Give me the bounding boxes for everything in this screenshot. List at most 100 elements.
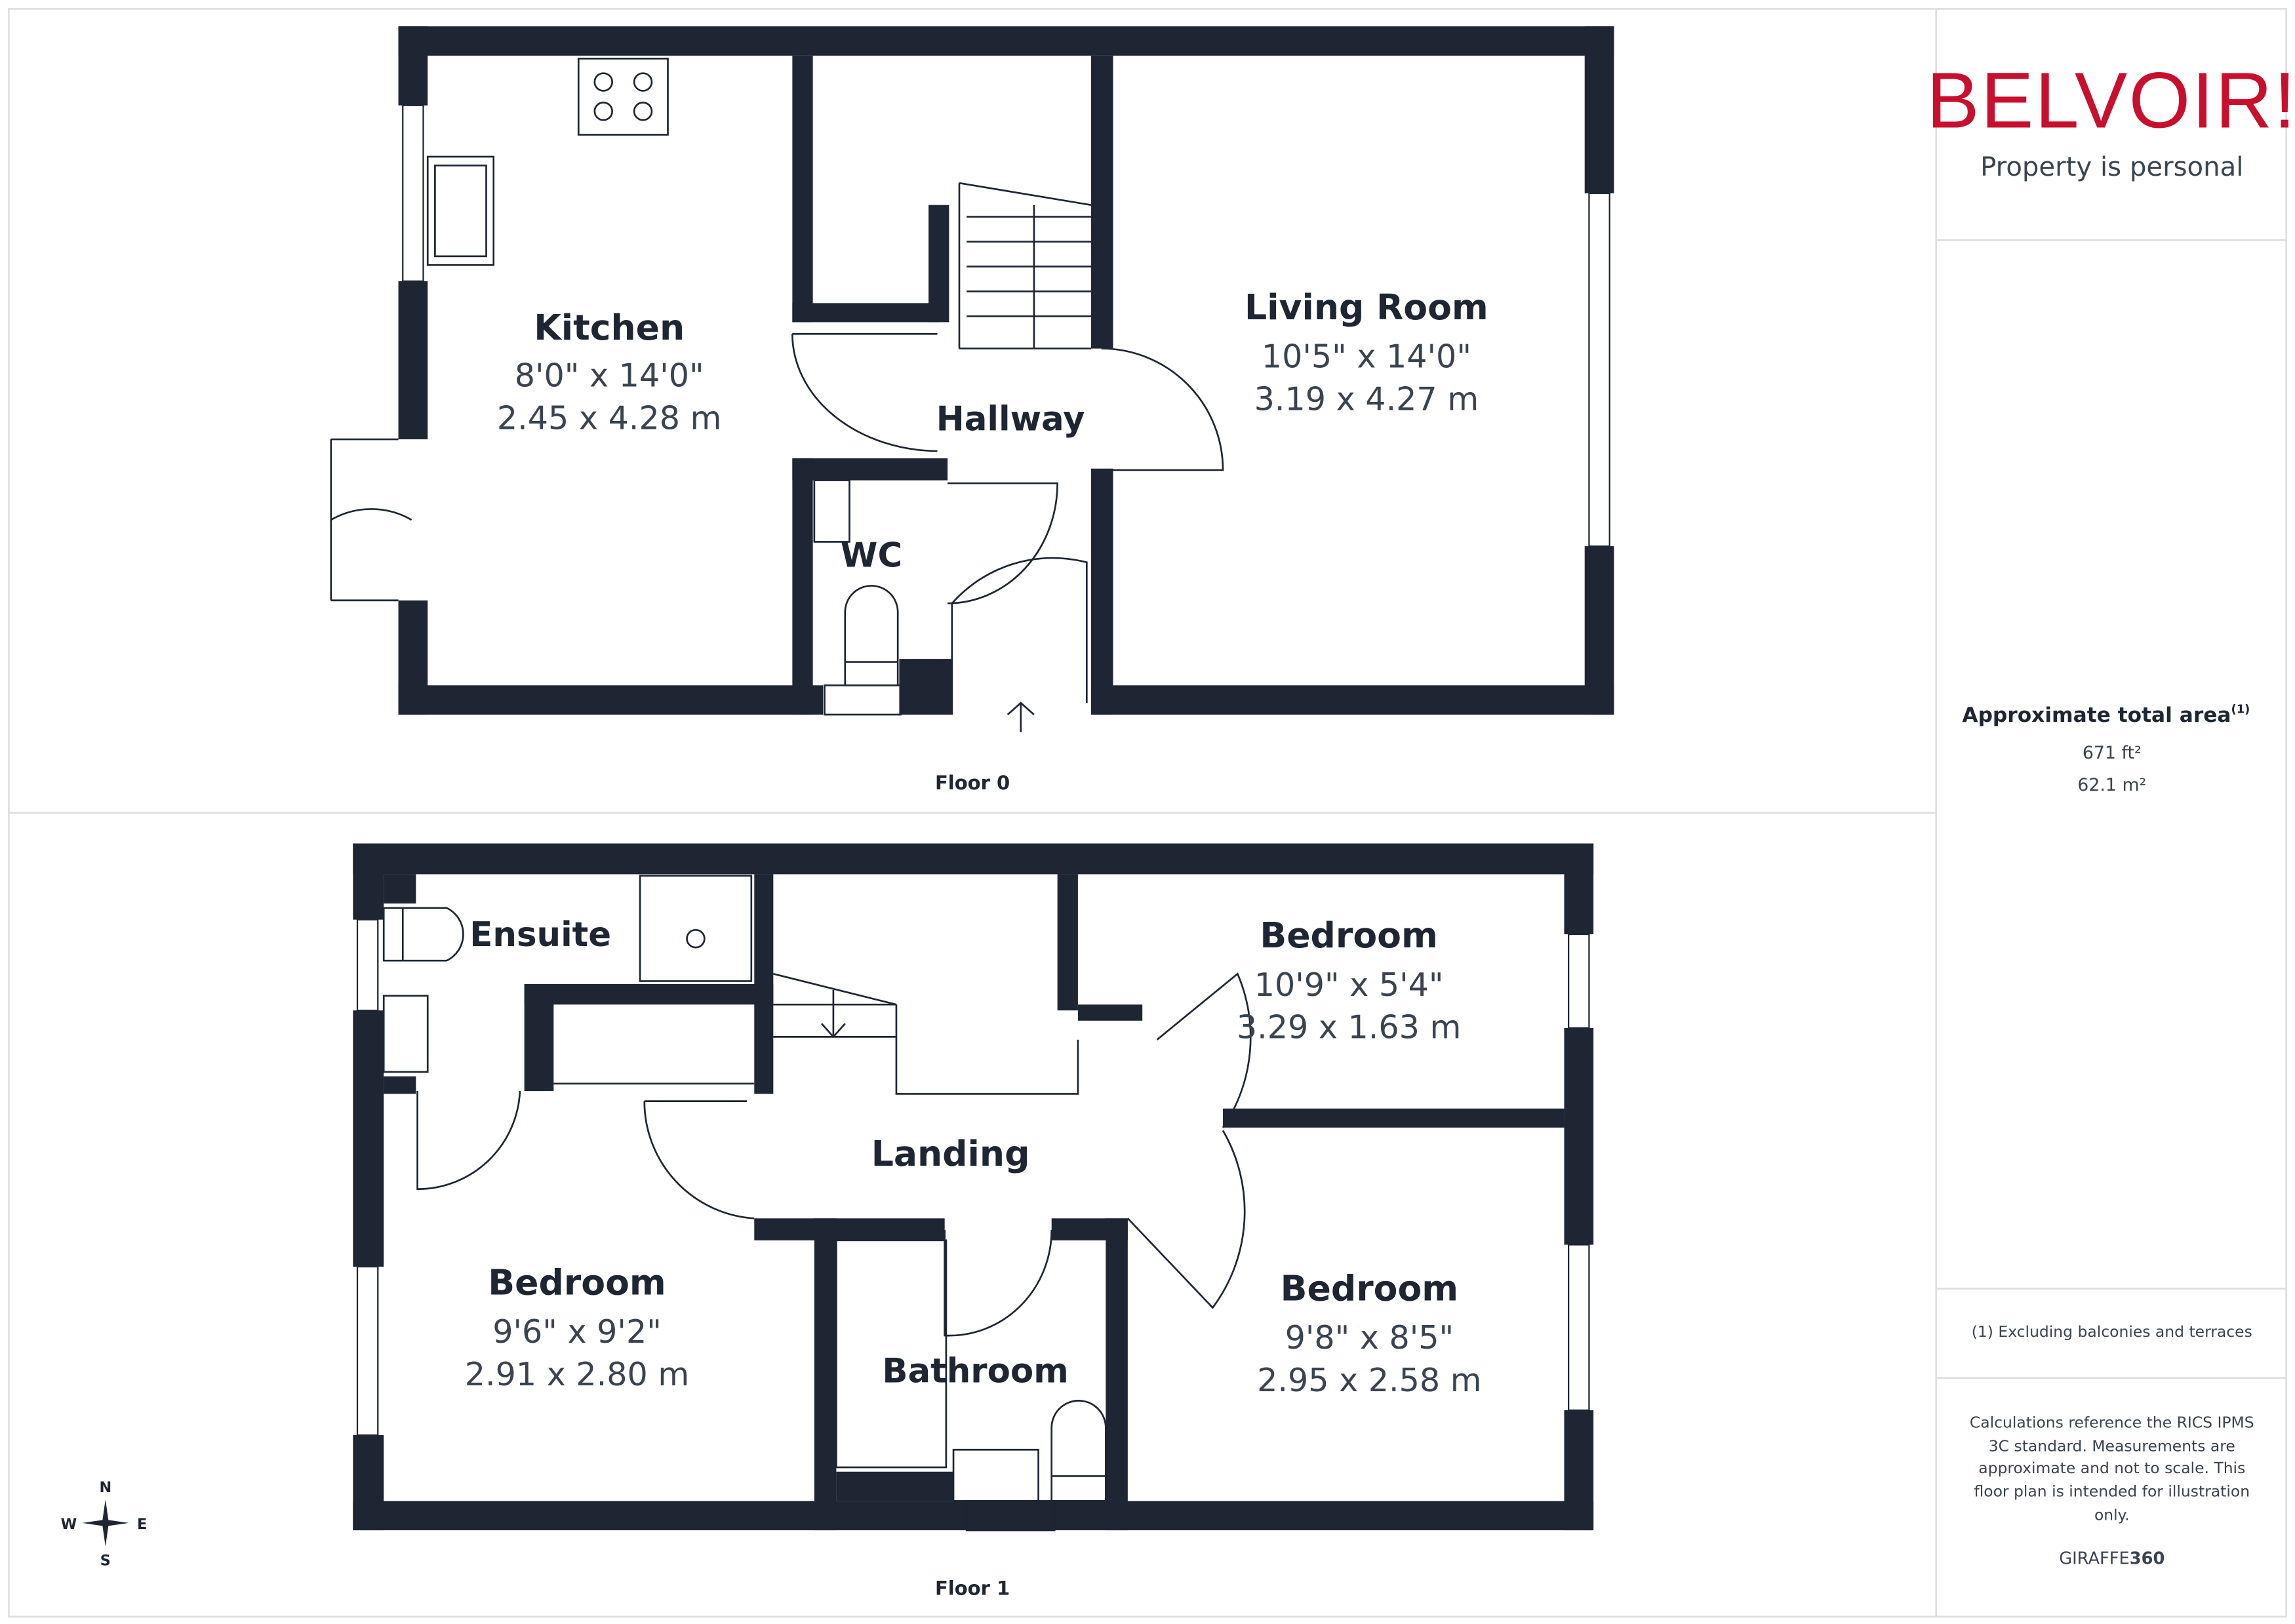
wall (398, 26, 428, 106)
basin (382, 995, 429, 1073)
door-wc (948, 482, 1058, 604)
door-bedroom (643, 1100, 755, 1219)
window (402, 104, 424, 282)
disclaimer-line: floor plan is intended for illustration (1974, 1482, 2250, 1501)
shower (639, 875, 753, 982)
toilet (1050, 1400, 1107, 1502)
bath (835, 1239, 948, 1469)
room-dimensions-imperial: 9'6" x 9'2" (492, 1313, 662, 1351)
toilet (844, 585, 899, 686)
area-sqm: 62.1 m² (2077, 775, 2146, 795)
window (1568, 933, 1590, 1029)
window (1568, 1244, 1590, 1412)
room-dimensions-metric: 3.29 x 1.63 m (1237, 1008, 1462, 1046)
room-label: Ensuite (469, 915, 611, 955)
hob (577, 58, 669, 136)
wall (353, 1501, 1594, 1531)
door-living (1101, 347, 1224, 471)
door-bedroom (1156, 972, 1252, 1128)
room-dimensions-imperial: 10'5" x 14'0" (1262, 338, 1471, 376)
area-title-text: Approximate total area (1962, 703, 2231, 727)
window (356, 919, 379, 1012)
room-dimensions-imperial: 10'9" x 5'4" (1254, 966, 1444, 1004)
wall (1091, 468, 1113, 715)
giraffe360-credit: GIRAFFE360 (2059, 1549, 2165, 1568)
room-label: Bedroom (1260, 915, 1437, 956)
wall (1564, 1410, 1594, 1531)
room-label: Hallway (936, 400, 1085, 439)
compass-east: E (137, 1516, 147, 1533)
brand-tagline: Property is personal (1980, 152, 2243, 182)
floor-0-plan: Kitchen 8'0" x 14'0" 2.45 x 4.28 m Livin… (330, 26, 1614, 794)
wall (928, 205, 949, 323)
wall (524, 983, 554, 1091)
room-dimensions-metric: 2.45 x 4.28 m (497, 399, 722, 437)
wall (792, 55, 813, 323)
brand-logo: BELVOIR! (1926, 56, 2295, 144)
room-dimensions-imperial: 8'0" x 14'0" (515, 357, 704, 395)
wall (1057, 874, 1078, 1011)
staircase (958, 182, 1092, 349)
wall (899, 659, 952, 715)
wall (353, 1435, 384, 1531)
room-dimensions-imperial: 9'8" x 8'5" (1285, 1318, 1454, 1357)
sink (426, 155, 495, 266)
toilet (382, 907, 464, 962)
window (1588, 192, 1610, 547)
room-dimensions-metric: 2.95 x 2.58 m (1257, 1361, 1482, 1399)
credit-prefix: GIRAFFE (2059, 1549, 2130, 1568)
wall (353, 1010, 384, 1267)
wall (384, 1076, 416, 1094)
area-sqft: 671 ft² (2083, 743, 2142, 763)
room-label: WC (841, 536, 902, 575)
wall (1077, 1004, 1143, 1021)
wall (398, 685, 824, 715)
room-label: Landing (871, 1133, 1030, 1174)
wall (836, 1471, 954, 1501)
room-dimensions-metric: 3.19 x 4.27 m (1254, 380, 1479, 418)
wall (754, 1218, 945, 1240)
room-label: Kitchen (534, 307, 685, 348)
french-door (330, 438, 412, 602)
wall (524, 983, 774, 1005)
door-kitchen (791, 332, 938, 452)
wall (1584, 26, 1614, 193)
wall (1091, 685, 1614, 715)
door-ensuite (416, 1090, 521, 1190)
wall (754, 874, 774, 1094)
disclaimer-line: approximate and not to scale. This (1978, 1459, 2245, 1477)
wall (384, 874, 416, 904)
window (356, 1265, 379, 1436)
disclaimer-line: only. (2094, 1505, 2130, 1524)
room-dimensions-metric: 2.91 x 2.80 m (465, 1355, 690, 1393)
room-label: Bedroom (488, 1261, 666, 1303)
wall (1106, 1218, 1128, 1531)
staircase (773, 973, 1079, 1095)
floor-label: Floor 1 (935, 1577, 1010, 1599)
area-title: Approximate total area(1) (1962, 703, 2250, 727)
room-label: Bedroom (1281, 1267, 1458, 1309)
wall (1564, 1027, 1594, 1245)
compass-west: W (61, 1516, 77, 1533)
entrance-arrow-icon (1007, 702, 1035, 732)
wall (398, 281, 428, 440)
wall (792, 458, 813, 715)
wc-basin (813, 479, 850, 543)
door-bathroom (944, 1230, 1053, 1337)
compass-south: S (100, 1553, 111, 1570)
disclaimer-line: 3C standard. Measurements are (1989, 1436, 2235, 1455)
wall (398, 26, 1614, 56)
area-footnote-mark: (1) (2231, 703, 2250, 717)
floor-label: Floor 0 (935, 772, 1010, 794)
room-label: Bathroom (882, 1351, 1068, 1391)
front-door (951, 557, 1088, 715)
wall (814, 1218, 837, 1531)
compass-icon: N S W E (61, 1479, 148, 1570)
basin (952, 1448, 1039, 1502)
floor-1-plan: Ensuite Bedroom 10'9" x 5'4" 3.29 x 1.63… (353, 843, 1594, 1599)
door-bedroom (1127, 1130, 1246, 1309)
room-label: Living Room (1245, 287, 1488, 328)
footnote: (1) Excluding balconies and terraces (1972, 1322, 2252, 1341)
compass-north: N (99, 1479, 111, 1496)
